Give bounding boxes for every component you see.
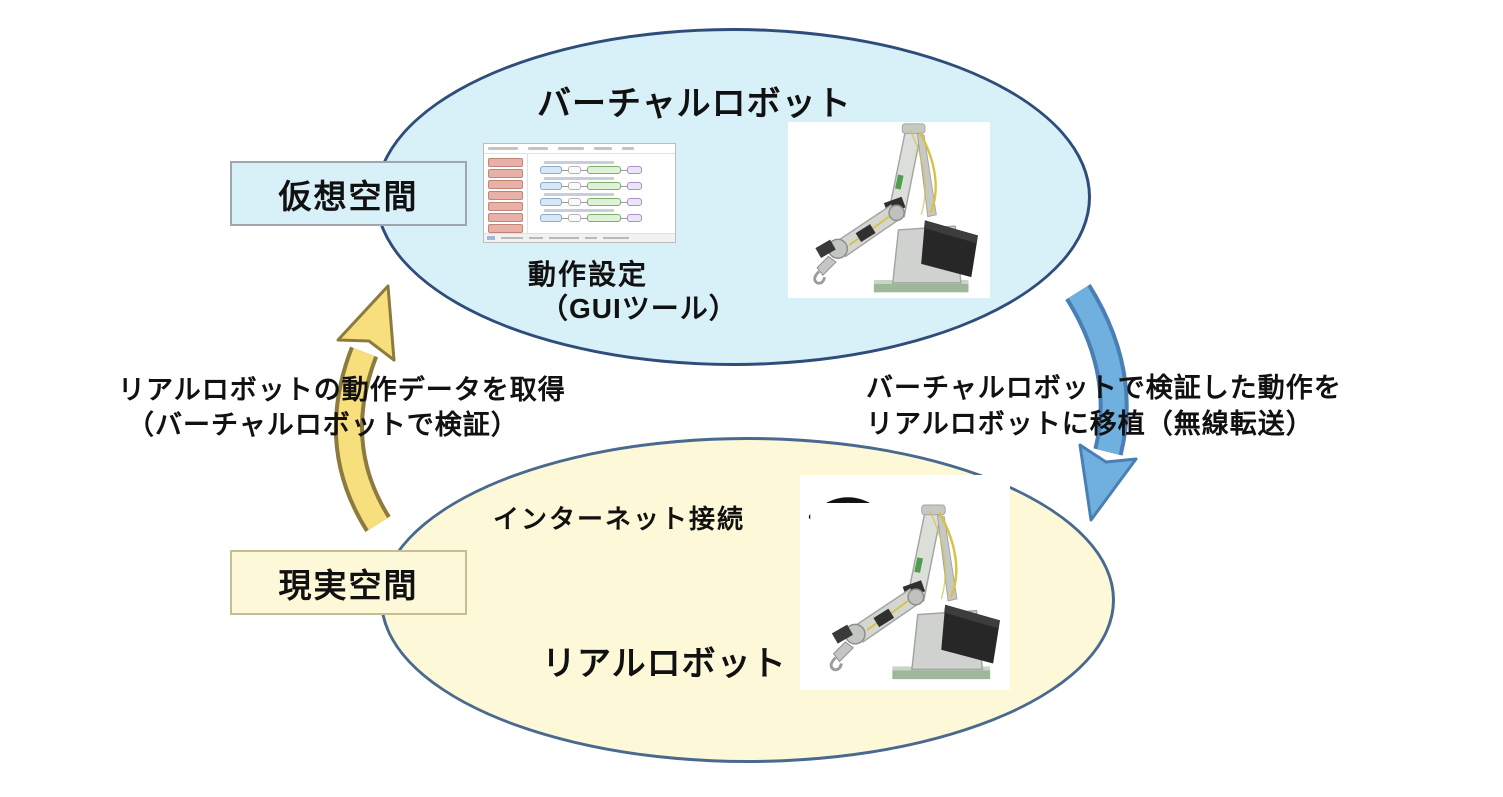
gui-tool-screenshot	[483, 143, 676, 243]
gui-toolbar	[484, 144, 675, 154]
virtual-robot-title: バーチャルロボット	[537, 85, 852, 123]
gui-caption-line1: 動作設定	[528, 259, 649, 290]
download-arrow-caption-line1: バーチャルロボットで検証した動作を	[866, 373, 1342, 403]
virtual-space-label: 仮想空間	[278, 177, 419, 215]
gui-sidebar-button	[488, 202, 523, 211]
virtual-robot-image	[788, 122, 990, 298]
robot-arm-icon	[810, 503, 1006, 685]
gui-statusbar	[484, 233, 675, 242]
real-robot-title: リアルロボット	[542, 645, 787, 683]
gui-sidebar	[484, 154, 528, 242]
virtual-space-label-box: 仮想空間	[230, 161, 467, 226]
gui-sidebar-button	[488, 169, 523, 178]
internet-connection-label: インターネット接続	[493, 504, 746, 534]
robot-arm-icon	[788, 122, 990, 298]
download-arrow-caption-line2: リアルロボットに移植（無線転送）	[866, 409, 1314, 439]
gui-caption-line2: （GUIツール）	[540, 293, 738, 324]
upload-arrow-caption-line2: （バーチャルロボットで検証）	[127, 410, 519, 440]
gui-sidebar-button	[488, 224, 523, 233]
gui-sidebar-button	[488, 158, 523, 167]
gui-sidebar-button	[488, 213, 523, 222]
gui-sidebar-button	[488, 191, 523, 200]
real-robot-image	[800, 475, 1010, 690]
real-space-label: 現実空間	[278, 566, 419, 604]
gui-flow-canvas	[528, 154, 675, 233]
real-space-label-box: 現実空間	[230, 550, 467, 615]
upload-arrow-caption-line1: リアルロボットの動作データを取得	[118, 375, 566, 405]
gui-sidebar-button	[488, 180, 523, 189]
